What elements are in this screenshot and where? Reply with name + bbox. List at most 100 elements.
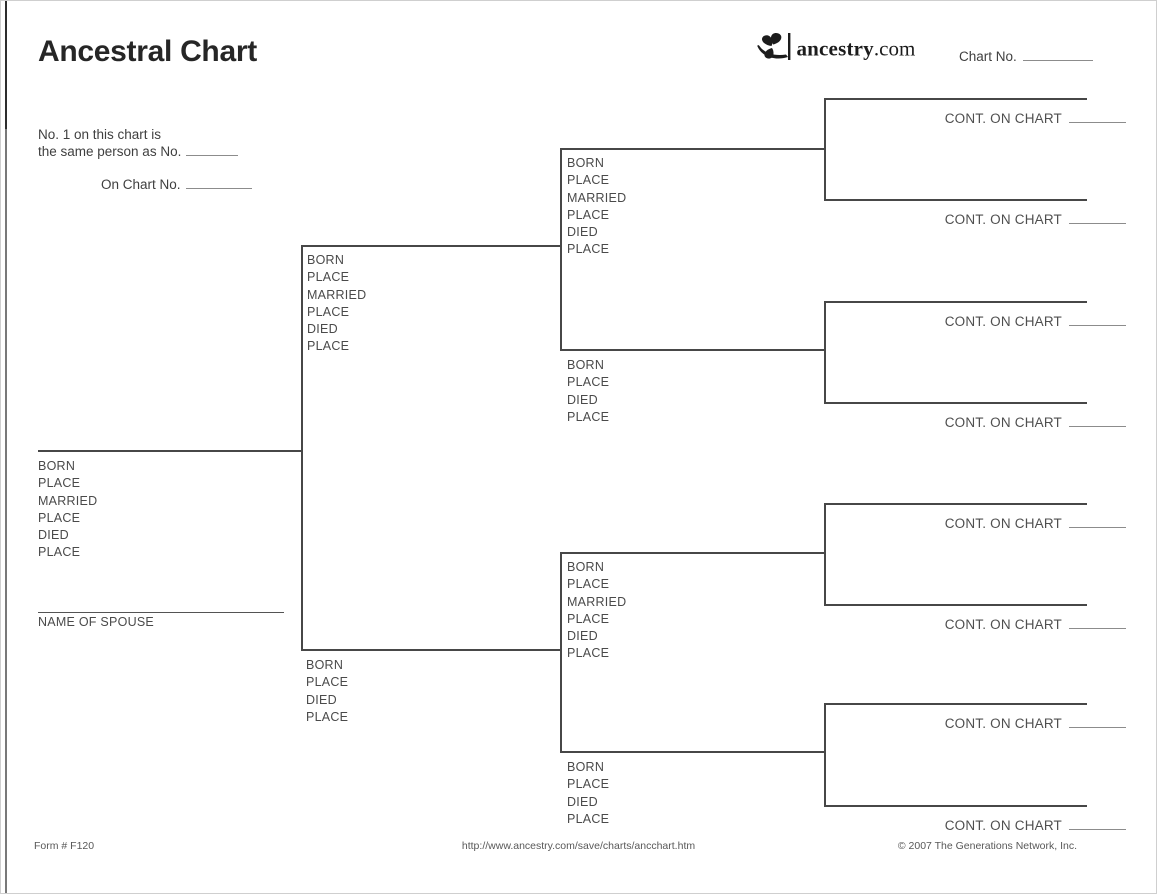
born-label: BORN <box>567 156 605 170</box>
person-10-line <box>824 301 1087 303</box>
cont-on-chart-slot-15: CONT. ON CHART <box>824 818 1126 833</box>
cont-on-chart-label: CONT. ON CHART <box>944 111 1062 126</box>
place-label: PLACE <box>567 207 610 222</box>
page-left-edge-line <box>5 1 7 893</box>
brand-suffix: .com <box>873 36 916 61</box>
born-label: BORN <box>38 459 76 473</box>
chart-no-label: Chart No. <box>959 49 1017 64</box>
cont-on-chart-slot-9: CONT. ON CHART <box>824 212 1126 227</box>
cont-chart-no-blank <box>1069 716 1126 728</box>
gen4-bracket-3-line <box>824 503 826 606</box>
form-number: Form # F120 <box>34 840 95 852</box>
note-line-3: On Chart No. <box>101 176 252 193</box>
person-13-line <box>824 604 1087 606</box>
cont-on-chart-label: CONT. ON CHART <box>944 212 1062 227</box>
died-label: DIED <box>567 392 598 407</box>
person-3-mother-fields: BORN PLACE DIED PLACE <box>306 657 348 726</box>
chart-no-blank <box>1022 49 1093 61</box>
place-label: PLACE <box>38 510 81 525</box>
cont-on-chart-slot-11: CONT. ON CHART <box>824 415 1126 430</box>
gen4-bracket-4-line <box>824 703 826 807</box>
cont-on-chart-label: CONT. ON CHART <box>944 617 1062 632</box>
place-label: PLACE <box>567 409 610 424</box>
cont-on-chart-slot-13: CONT. ON CHART <box>824 617 1126 632</box>
copyright-notice: © 2007 The Generations Network, Inc. <box>897 840 1077 852</box>
cont-on-chart-slot-12: CONT. ON CHART <box>824 516 1126 531</box>
person-7-grandmother-line <box>560 751 824 753</box>
person-11-line <box>824 402 1087 404</box>
note-line-3-text: On Chart No. <box>101 177 181 192</box>
died-label: DIED <box>38 528 69 543</box>
born-label: BORN <box>567 358 605 372</box>
place-label: PLACE <box>38 476 81 491</box>
married-label: MARRIED <box>567 190 627 205</box>
brand-name: ancestry <box>796 36 874 61</box>
married-label: MARRIED <box>307 287 367 302</box>
died-label: DIED <box>567 794 598 809</box>
ancestry-leaf-icon <box>755 31 792 67</box>
cont-chart-no-blank <box>1069 516 1126 528</box>
gen2-bracket-line <box>301 245 303 651</box>
cont-chart-no-blank <box>1069 314 1126 326</box>
place-label: PLACE <box>567 242 610 257</box>
gen3-maternal-bracket-line <box>560 552 562 753</box>
place-label: PLACE <box>567 577 610 592</box>
spouse-line <box>38 612 284 614</box>
page-left-edge-line-dark <box>5 1 7 129</box>
person-12-line <box>824 503 1087 505</box>
person-3-mother-line <box>301 649 561 651</box>
place-label: PLACE <box>306 709 349 724</box>
cont-chart-no-blank <box>1069 818 1126 830</box>
cont-on-chart-label: CONT. ON CHART <box>944 716 1062 731</box>
person-4-grandfather-line <box>560 148 824 150</box>
person-14-line <box>824 703 1087 705</box>
place-label: PLACE <box>38 545 81 560</box>
died-label: DIED <box>567 629 598 644</box>
person-4-grandfather-fields: BORN PLACE MARRIED PLACE DIED PLACE <box>567 155 626 259</box>
chart-reference-note: No. 1 on this chart is the same person a… <box>38 126 252 193</box>
place-label: PLACE <box>307 339 350 354</box>
cont-on-chart-label: CONT. ON CHART <box>944 314 1062 329</box>
cont-chart-no-blank <box>1069 212 1126 224</box>
place-label: PLACE <box>567 173 610 188</box>
born-label: BORN <box>306 658 344 672</box>
place-label: PLACE <box>307 304 350 319</box>
chart-no-field: Chart No. <box>959 49 1093 64</box>
on-chart-no-blank <box>185 177 252 189</box>
place-label: PLACE <box>567 375 610 390</box>
cont-chart-no-blank <box>1069 617 1126 629</box>
person-1-self-fields: BORN PLACE MARRIED PLACE DIED PLACE <box>38 458 97 562</box>
place-label: PLACE <box>567 646 610 661</box>
page-title: Ancestral Chart <box>38 35 257 68</box>
note-line-2: the same person as No. <box>38 143 252 160</box>
person-2-father-fields: BORN PLACE MARRIED PLACE DIED PLACE <box>307 252 366 356</box>
gen3-paternal-bracket-line <box>560 148 562 351</box>
born-label: BORN <box>567 560 605 574</box>
cont-on-chart-slot-8: CONT. ON CHART <box>824 111 1126 126</box>
cont-on-chart-slot-10: CONT. ON CHART <box>824 314 1126 329</box>
born-label: BORN <box>307 253 345 267</box>
same-person-no-blank <box>186 144 239 156</box>
place-label: PLACE <box>306 675 349 690</box>
died-label: DIED <box>567 225 598 240</box>
person-9-line <box>824 199 1087 201</box>
gen4-bracket-2-line <box>824 301 826 404</box>
born-label: BORN <box>567 760 605 774</box>
gen4-bracket-1-line <box>824 98 826 201</box>
note-line-2-text: the same person as No. <box>38 144 182 159</box>
person-6-grandfather-fields: BORN PLACE MARRIED PLACE DIED PLACE <box>567 559 626 663</box>
source-url: http://www.ancestry.com/save/charts/ancc… <box>461 840 696 852</box>
married-label: MARRIED <box>38 493 98 508</box>
person-5-grandmother-fields: BORN PLACE DIED PLACE <box>567 357 609 426</box>
died-label: DIED <box>307 322 338 337</box>
note-line-1: No. 1 on this chart is <box>38 127 162 142</box>
person-15-line <box>824 805 1087 807</box>
cont-chart-no-blank <box>1069 111 1126 123</box>
place-label: PLACE <box>307 270 350 285</box>
person-7-grandmother-fields: BORN PLACE DIED PLACE <box>567 759 609 828</box>
cont-on-chart-slot-14: CONT. ON CHART <box>824 716 1126 731</box>
cont-on-chart-label: CONT. ON CHART <box>944 415 1062 430</box>
spouse-name-label: NAME OF SPOUSE <box>38 615 155 629</box>
died-label: DIED <box>306 692 337 707</box>
